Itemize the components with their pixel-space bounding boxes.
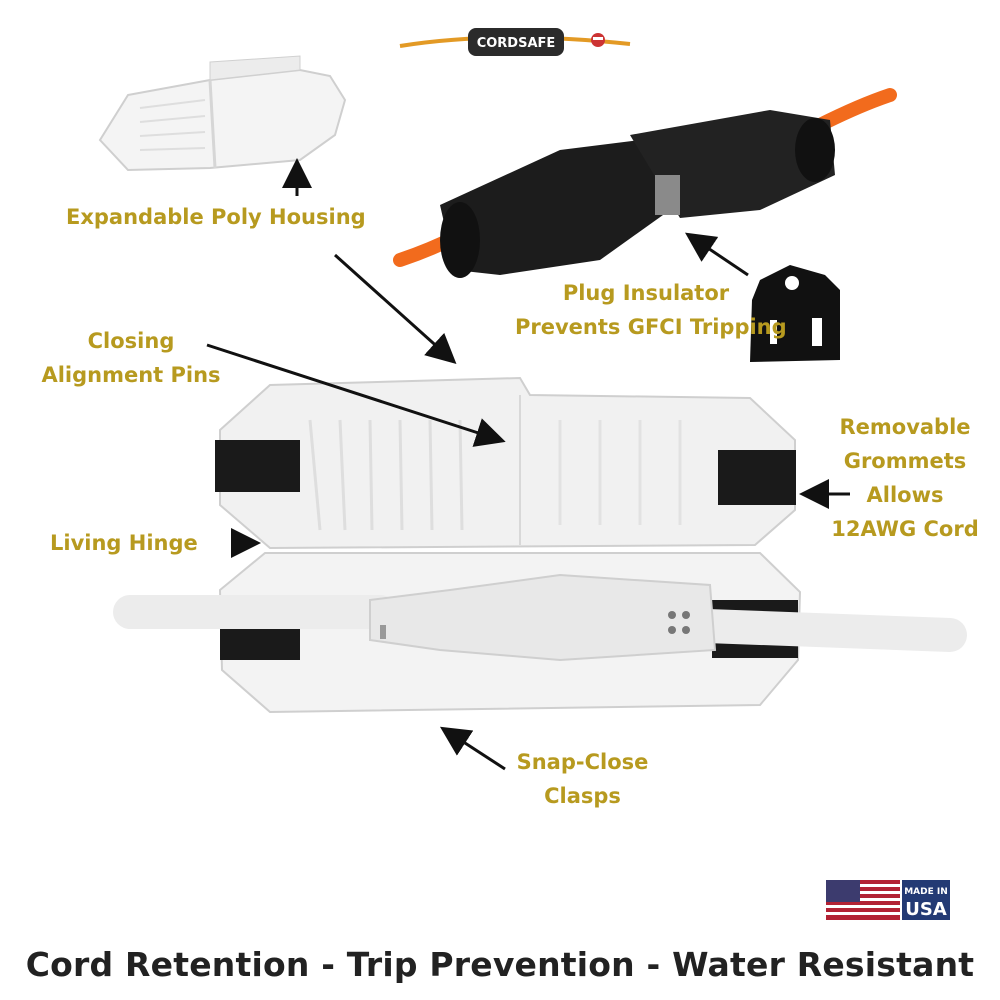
svg-text:USA: USA	[905, 899, 947, 920]
arrow-plug-insulator	[685, 232, 749, 277]
arrow-snap-close	[439, 726, 506, 771]
plug-insulator-image	[750, 265, 840, 362]
label-expandable-housing: Expandable Poly Housing	[66, 205, 366, 229]
label-snap-close-clasps: Snap-Close Clasps	[516, 750, 649, 808]
made-in-usa-badge: MADE IN USA	[826, 880, 950, 920]
plug-connection-image	[393, 88, 897, 278]
arrow-housing-top	[333, 253, 457, 365]
tagline: Cord Retention - Trip Prevention - Water…	[25, 945, 975, 984]
cordsafe-logo: CORDSAFE	[399, 28, 631, 56]
open-housing-image	[113, 376, 967, 714]
closed-housing-image	[98, 55, 347, 172]
us-flag-icon	[826, 880, 860, 902]
label-closing-pins: Closing Alignment Pins	[41, 329, 221, 387]
label-living-hinge: Living Hinge	[50, 531, 198, 555]
arrow-closing-pins	[206, 343, 506, 447]
label-plug-insulator: Plug Insulator Prevents GFCI Tripping	[515, 281, 787, 339]
label-removable-grommets: Removable Grommets Allows 12AWG Cord	[831, 415, 979, 541]
logo-text: CORDSAFE	[477, 36, 556, 51]
svg-text:MADE IN: MADE IN	[904, 887, 948, 897]
